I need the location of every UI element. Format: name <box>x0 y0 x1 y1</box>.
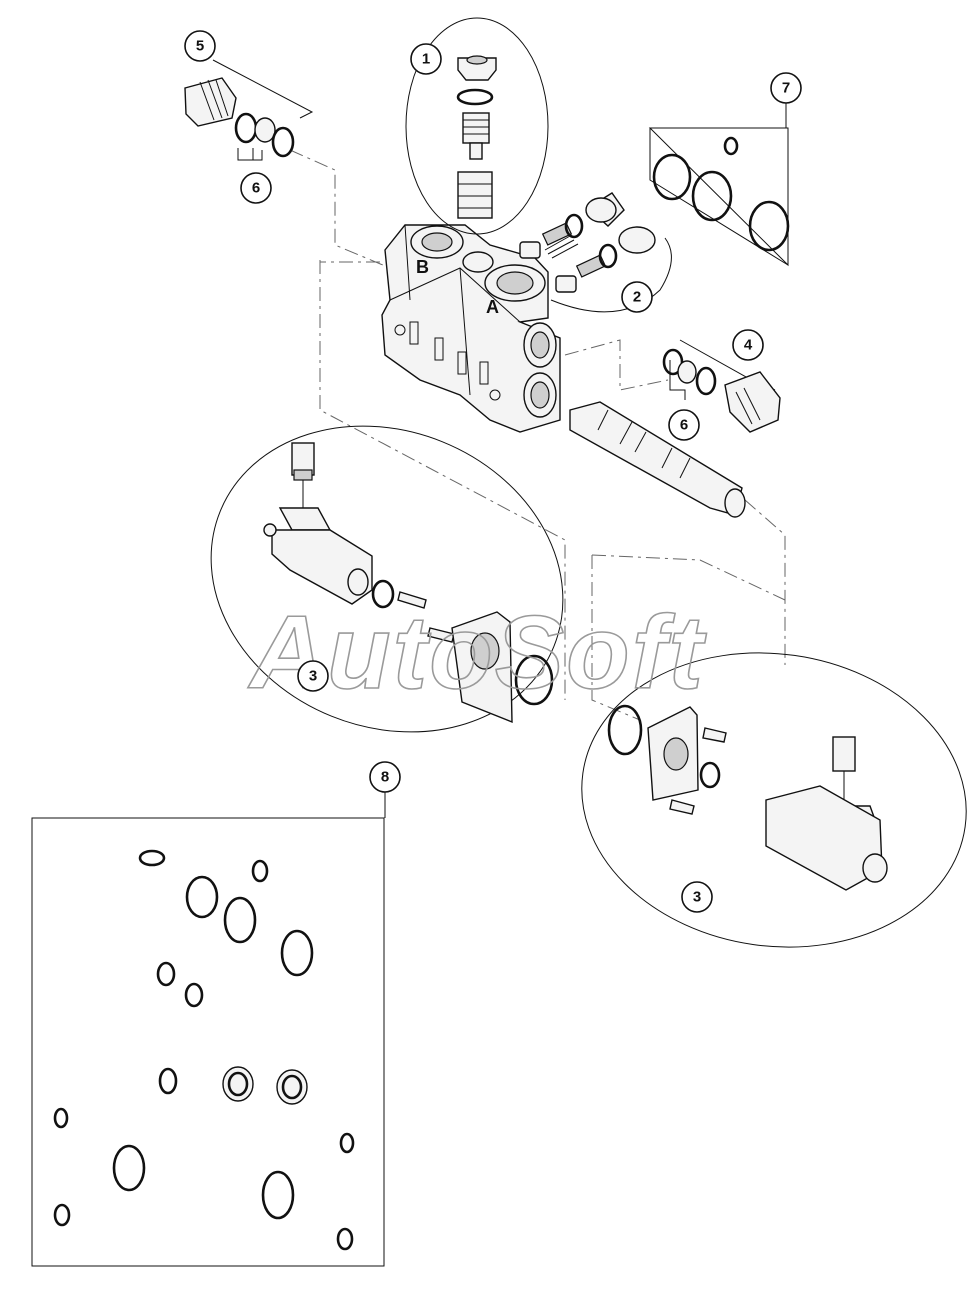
callout-1: 1 <box>410 43 442 75</box>
callout-6-left-label: 6 <box>252 180 260 197</box>
callout-4: 4 <box>732 329 764 361</box>
callout-3-right: 3 <box>681 881 713 913</box>
solenoid-group-3-right <box>581 652 967 948</box>
callout-3-right-label: 3 <box>693 889 701 906</box>
check-valve-group-2 <box>519 192 672 313</box>
callout-5-label: 5 <box>196 38 204 55</box>
callout-8-label: 8 <box>381 769 389 786</box>
callout-1-label: 1 <box>422 51 430 68</box>
solenoid-group-3-left <box>210 425 564 733</box>
callout-8: 8 <box>369 761 401 793</box>
callout-6-right: 6 <box>668 409 700 441</box>
callout-2-label: 2 <box>633 289 641 306</box>
plug-group-4 <box>662 339 781 433</box>
plug-group-5 <box>184 59 314 161</box>
callout-5: 5 <box>184 30 216 62</box>
callout-3-left-label: 3 <box>309 668 317 685</box>
callout-3-left: 3 <box>297 660 329 692</box>
autosoft-watermark: AutoSoft <box>247 595 707 711</box>
oring-kit-group-7 <box>648 127 790 267</box>
port-a-label: A <box>486 297 499 317</box>
callout-7-label: 7 <box>782 80 790 97</box>
cartridge-group-1 <box>405 17 549 235</box>
seal-kit-group-8 <box>31 817 385 1267</box>
callout-4-label: 4 <box>744 337 753 354</box>
valve-body <box>381 224 561 433</box>
callout-2: 2 <box>621 281 653 313</box>
callout-7: 7 <box>770 72 802 104</box>
spool <box>569 401 746 518</box>
callout-6-right-label: 6 <box>680 417 688 434</box>
callout-6-left: 6 <box>240 172 272 204</box>
port-b-label: B <box>416 257 429 277</box>
